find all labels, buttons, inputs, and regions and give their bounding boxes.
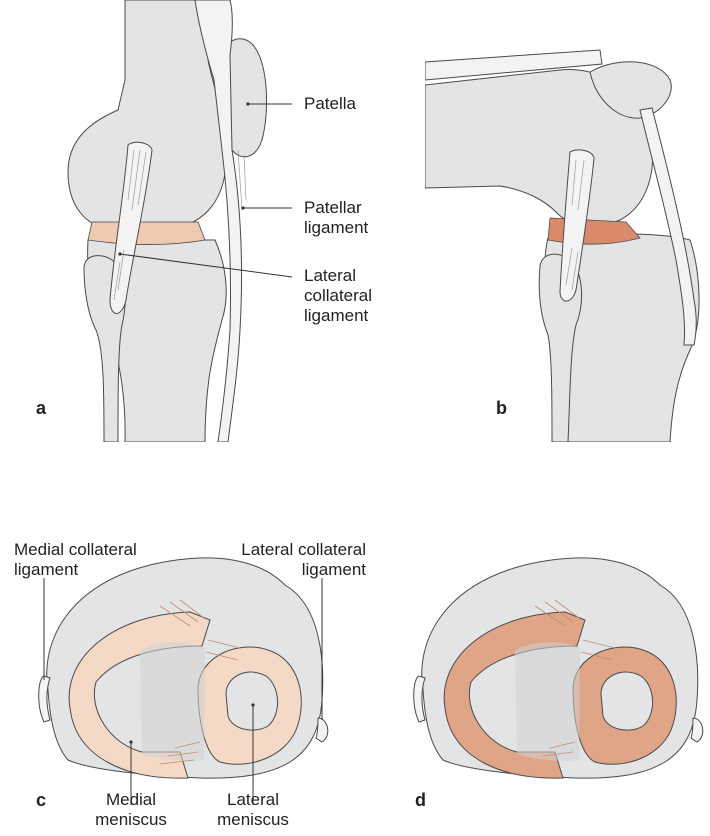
panel-a-knee-extended [68,0,267,442]
label-lateral-collateral-ligament-c: Lateral collateral ligament [224,540,366,580]
label-patella: Patella [304,94,356,114]
label-lateral-collateral-ligament-a: Lateral collateral ligament [304,266,372,326]
label-medial-meniscus: Medial meniscus [86,790,176,830]
meniscus-b [548,218,640,244]
label-medial-collateral-ligament: Medial collateral ligament [14,540,137,580]
meniscus-a [88,222,205,245]
panel-d-tibial-plateau [414,558,703,778]
lateral-collateral-nub-d [691,718,703,742]
panel-b-knee-flexed [425,50,699,442]
panel-letter-d: d [415,790,426,811]
panel-letter-c: c [36,790,46,811]
panel-letter-a: a [36,398,46,419]
label-patellar-ligament: Patellar ligament [304,198,368,238]
panel-c-tibial-plateau [39,558,328,778]
label-lateral-meniscus: Lateral meniscus [208,790,298,830]
panel-letter-b: b [496,398,507,419]
lateral-collateral-nub-c [316,718,328,742]
